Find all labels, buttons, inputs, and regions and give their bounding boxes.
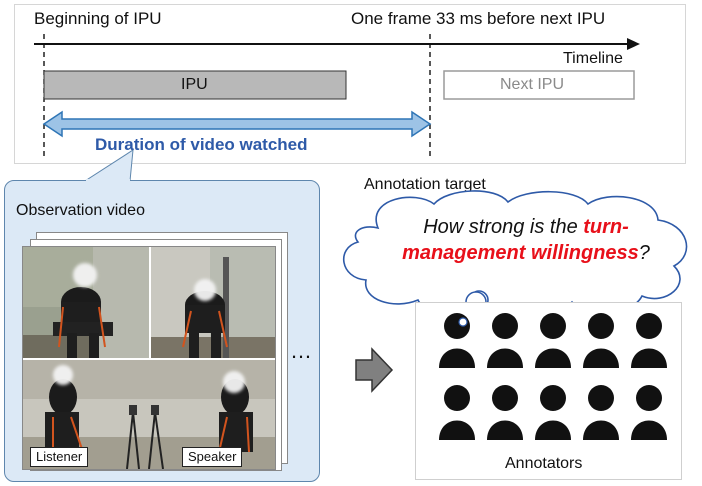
- observation-title: Observation video: [16, 202, 145, 219]
- annotator-icon: [439, 313, 667, 440]
- ipu-end-label: One frame 33 ms before next IPU: [351, 9, 606, 28]
- duration-arrow: [42, 110, 432, 138]
- question-text: How strong is the: [423, 216, 584, 238]
- timeline-axis-label: Timeline: [563, 50, 623, 67]
- listener-tag: Listener: [30, 447, 89, 467]
- ipu-bar: [43, 70, 347, 100]
- ipu-label: IPU: [181, 76, 208, 93]
- annotation-question: How strong is the turn-management willin…: [396, 214, 656, 266]
- annotators-label: Annotators: [505, 455, 583, 472]
- timeline-arrowhead: [627, 38, 640, 50]
- annotation-target-label: Annotation target: [364, 176, 486, 193]
- more-frames-ellipsis: …: [290, 338, 312, 363]
- question-highlight-turn: turn-: [583, 216, 629, 238]
- next-ipu-bar: [443, 70, 635, 100]
- flow-arrow: [355, 347, 394, 393]
- video-frame-front: [22, 246, 276, 470]
- annotator-icons: [439, 313, 667, 440]
- ipu-start-label: Beginning of IPU: [34, 9, 162, 28]
- next-ipu-label: Next IPU: [500, 76, 565, 93]
- question-highlight-management: management willingness: [402, 242, 639, 264]
- observation-photo: [23, 247, 275, 469]
- question-mark: ?: [638, 242, 650, 264]
- speaker-tag: Speaker: [182, 447, 243, 467]
- duration-label: Duration of video watched: [95, 135, 308, 154]
- tail-joint: [86, 179, 130, 183]
